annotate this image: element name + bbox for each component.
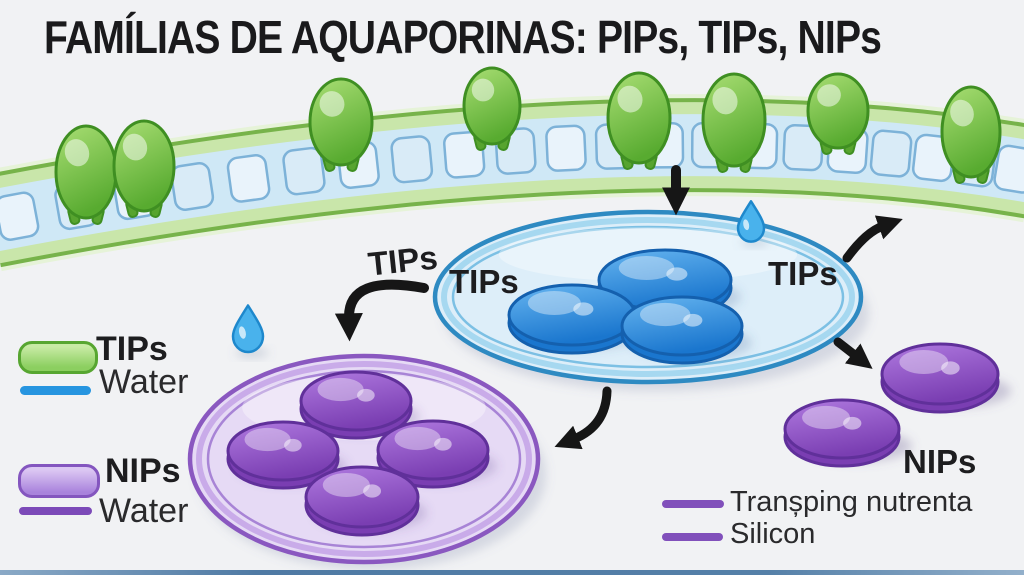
tips-label-vacuole: TIPs bbox=[449, 263, 519, 300]
legend-water-blue-line bbox=[20, 386, 91, 395]
figure-title: FAMÍLIAS DE AQUAPORINAS: PIPs, TIPs, NIP… bbox=[44, 11, 882, 63]
legend-tips-swatch bbox=[18, 341, 98, 374]
bottom-edge-bar bbox=[0, 570, 1024, 575]
legend-water-label-bottom: Water bbox=[99, 492, 189, 530]
legend-silicon-label: Silicon bbox=[730, 518, 816, 550]
legend-water-label-top: Water bbox=[99, 363, 189, 401]
legend-nutrient-label: Tranșping nutrenta bbox=[730, 486, 973, 518]
legend-tips-label: TIPs bbox=[96, 330, 168, 368]
legend-nips-label: NIPs bbox=[105, 452, 181, 490]
nips-label-right: NIPs bbox=[903, 443, 977, 480]
legend-nips-swatch bbox=[18, 464, 100, 498]
tips-label-outer: TIPs bbox=[366, 238, 440, 283]
legend-silicon-line bbox=[662, 533, 723, 541]
legend-water-purple-line bbox=[19, 507, 92, 515]
tips-label-right: TIPs bbox=[768, 255, 838, 292]
legend-nutrient-line bbox=[662, 500, 724, 508]
